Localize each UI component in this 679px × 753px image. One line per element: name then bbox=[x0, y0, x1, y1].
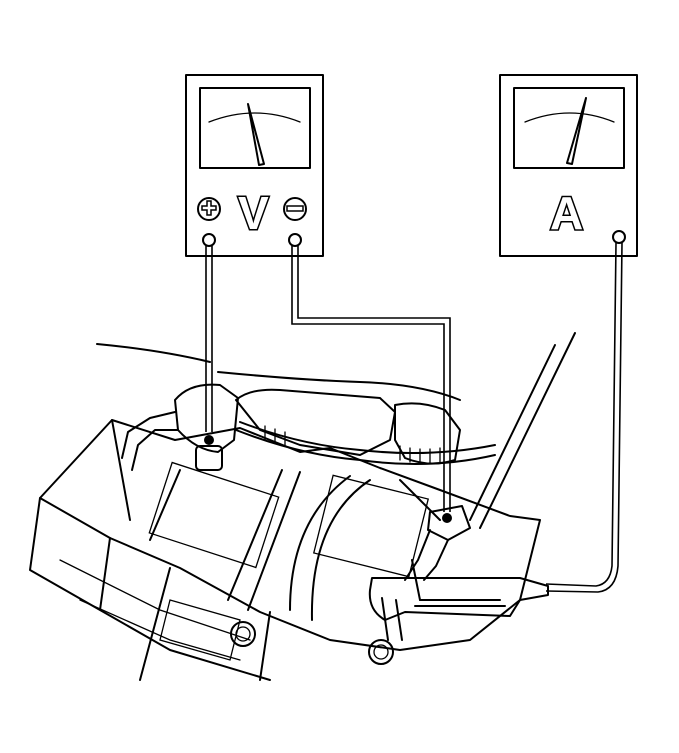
ammeter-scale bbox=[524, 112, 615, 123]
voltmeter-negative-terminal[interactable] bbox=[288, 233, 302, 247]
voltmeter-display bbox=[199, 87, 311, 169]
battery-cell-divider bbox=[289, 475, 371, 621]
fender-inner-line bbox=[469, 344, 556, 521]
battery-cell-cap bbox=[312, 474, 430, 578]
negative-battery-post bbox=[427, 505, 471, 541]
ammeter-terminal[interactable] bbox=[612, 230, 626, 244]
ammeter-display bbox=[513, 87, 625, 169]
hood-edge-line bbox=[96, 343, 211, 363]
battery-vent-cap bbox=[230, 621, 256, 647]
ammeter-needle bbox=[566, 97, 587, 165]
positive-probe-tip bbox=[204, 435, 214, 445]
battery-vent-cap-inner bbox=[235, 626, 251, 642]
ammeter-clamp-grip bbox=[414, 599, 506, 607]
wiring-harness-cover bbox=[235, 388, 396, 456]
battery-cell-divider bbox=[149, 469, 301, 611]
battery-bracket bbox=[139, 567, 271, 681]
positive-cable bbox=[131, 429, 179, 471]
battery-label-plate bbox=[159, 599, 241, 661]
wiring-harness bbox=[239, 421, 496, 455]
voltmeter-scale bbox=[208, 112, 301, 123]
positive-terminal-boot bbox=[174, 383, 239, 453]
voltmeter-positive-lead bbox=[205, 246, 213, 432]
voltmeter-positive-terminal[interactable] bbox=[202, 233, 216, 247]
negative-probe-tip bbox=[442, 513, 452, 523]
relay-box bbox=[394, 402, 461, 465]
battery-cell-divider bbox=[111, 419, 131, 521]
battery-cell-cap bbox=[148, 461, 280, 569]
battery-front-panel bbox=[29, 497, 271, 681]
test-leads bbox=[205, 242, 623, 593]
battery-cell-divider bbox=[399, 479, 441, 601]
ammeter-lead bbox=[545, 242, 623, 593]
voltmeter-body bbox=[185, 74, 324, 257]
voltmeter-needle bbox=[247, 103, 265, 166]
voltmeter-unit-label: V bbox=[238, 187, 269, 239]
harness-corrugation bbox=[264, 425, 441, 464]
harness-back-line bbox=[217, 371, 461, 401]
ammeter-clamp[interactable] bbox=[368, 577, 549, 621]
ammeter-body bbox=[499, 74, 638, 257]
battery-vent-cap bbox=[368, 639, 394, 665]
battery-case-top bbox=[39, 419, 541, 651]
voltmeter-negative-lead bbox=[291, 246, 451, 512]
positive-cable bbox=[121, 411, 176, 459]
battery-vent-cap-inner bbox=[373, 644, 389, 660]
fender-edge-line bbox=[479, 332, 576, 529]
ammeter: A bbox=[499, 74, 638, 257]
positive-battery-post bbox=[195, 445, 223, 471]
ammeter-unit-label: A bbox=[550, 187, 583, 239]
clamped-cable bbox=[381, 597, 403, 641]
minus-circle-icon bbox=[283, 197, 307, 221]
negative-cable bbox=[404, 529, 449, 581]
plus-circle-icon bbox=[197, 197, 221, 221]
voltmeter: V bbox=[185, 74, 324, 257]
battery-front-panel-detail bbox=[59, 559, 251, 661]
battery-assembly bbox=[29, 332, 576, 681]
